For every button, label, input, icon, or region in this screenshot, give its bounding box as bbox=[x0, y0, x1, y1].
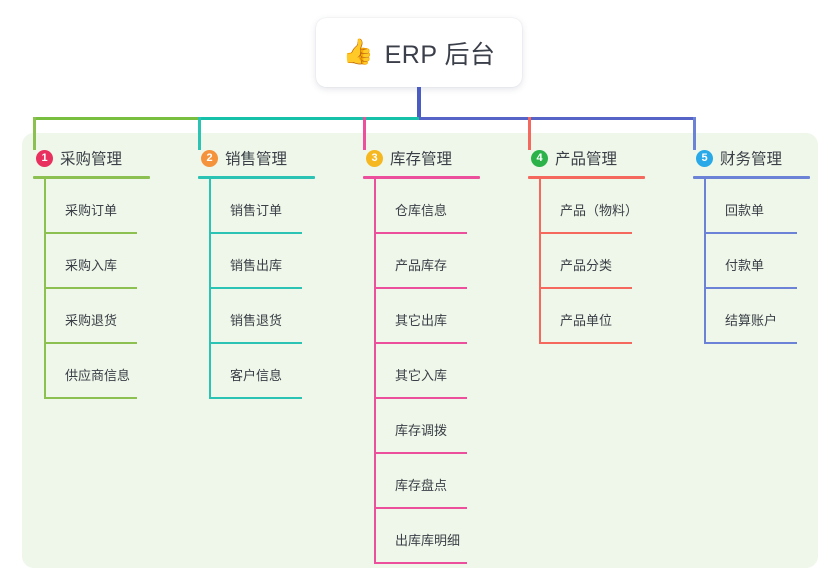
branch-spine bbox=[539, 179, 541, 344]
branch-item-label: 产品库存 bbox=[395, 258, 448, 273]
branch-header-采购管理[interactable]: 1 采购管理 bbox=[33, 146, 150, 179]
branch-item-underline bbox=[209, 397, 302, 399]
branch-item-underline bbox=[539, 287, 632, 289]
branch-item-underline bbox=[374, 452, 467, 454]
branch-item-underline bbox=[44, 397, 137, 399]
branch-spine bbox=[374, 179, 376, 564]
branch-item-label: 库存盘点 bbox=[395, 478, 448, 493]
branch-item-underline bbox=[209, 342, 302, 344]
branch-header-underline bbox=[198, 176, 315, 179]
branch-item-underline bbox=[209, 232, 302, 234]
connector-drop-5 bbox=[693, 117, 696, 150]
connector-drop-3 bbox=[363, 117, 366, 150]
branch-title: 销售管理 bbox=[225, 151, 288, 168]
branch-item-label: 产品分类 bbox=[560, 258, 613, 273]
branch-item-underline bbox=[209, 287, 302, 289]
branch-item-label: 出库库明细 bbox=[395, 533, 461, 548]
branch-column-产品管理: 4 产品管理产品（物料） 产品分类产品单位 bbox=[528, 146, 645, 344]
branch-item-underline bbox=[374, 342, 467, 344]
connector-drop-4 bbox=[528, 117, 531, 150]
branch-spine bbox=[44, 179, 46, 399]
connector-bar-blue bbox=[419, 117, 695, 120]
branch-item-underline bbox=[374, 507, 467, 509]
branch-item-label: 回款单 bbox=[725, 203, 765, 218]
branch-header-产品管理[interactable]: 4 产品管理 bbox=[528, 146, 645, 179]
branch-item-label: 采购退货 bbox=[65, 313, 118, 328]
branch-header-销售管理[interactable]: 2 销售管理 bbox=[198, 146, 315, 179]
branch-number-badge: 3 bbox=[366, 149, 383, 167]
root-node-card[interactable]: 👍 ERP 后台 bbox=[316, 18, 522, 87]
branch-item-underline bbox=[704, 232, 797, 234]
branch-item-underline bbox=[44, 342, 137, 344]
branch-item-label: 仓库信息 bbox=[395, 203, 448, 218]
branch-item-label: 供应商信息 bbox=[65, 368, 131, 383]
connector-bar-green bbox=[34, 117, 199, 120]
branch-item-label: 付款单 bbox=[725, 258, 765, 273]
branch-item-label: 采购订单 bbox=[65, 203, 118, 218]
branch-column-财务管理: 5 财务管理回款单付款单结算账户 bbox=[693, 146, 810, 344]
branch-header-underline bbox=[693, 176, 810, 179]
branch-item-underline bbox=[374, 287, 467, 289]
branch-item-label: 库存调拨 bbox=[395, 423, 448, 438]
branch-item-underline bbox=[374, 232, 467, 234]
branch-number-badge: 5 bbox=[696, 149, 713, 167]
branch-item-underline bbox=[539, 232, 632, 234]
branch-item-label: 结算账户 bbox=[725, 313, 778, 328]
branch-header-underline bbox=[33, 176, 150, 179]
branch-title: 采购管理 bbox=[60, 151, 123, 168]
branches-panel bbox=[22, 133, 818, 568]
branch-spine bbox=[704, 179, 706, 344]
branch-header-underline bbox=[363, 176, 480, 179]
branch-header-财务管理[interactable]: 5 财务管理 bbox=[693, 146, 810, 179]
branch-header-库存管理[interactable]: 3 库存管理 bbox=[363, 146, 480, 179]
branch-item-label: 产品单位 bbox=[560, 313, 613, 328]
branch-item-label: 其它出库 bbox=[395, 313, 448, 328]
branch-number-badge: 2 bbox=[201, 149, 218, 167]
branch-item-label: 产品（物料） bbox=[560, 203, 639, 218]
branch-item-underline bbox=[374, 397, 467, 399]
branch-column-采购管理: 1 采购管理采购订单采购入库采购退货供应商信息 bbox=[33, 146, 150, 399]
connector-drop-1 bbox=[33, 117, 36, 150]
branch-number-badge: 1 bbox=[36, 149, 53, 167]
root-stem-line bbox=[417, 87, 421, 120]
branch-item-label: 其它入库 bbox=[395, 368, 448, 383]
root-node-content: 👍 ERP 后台 bbox=[342, 35, 495, 71]
branch-number-badge: 4 bbox=[531, 149, 548, 167]
branch-item-underline bbox=[374, 562, 467, 564]
branch-item-label: 销售退货 bbox=[230, 313, 283, 328]
branch-item-label: 销售订单 bbox=[230, 203, 283, 218]
branch-title: 财务管理 bbox=[720, 151, 783, 168]
branch-item-label: 销售出库 bbox=[230, 258, 283, 273]
branch-title: 产品管理 bbox=[555, 151, 618, 168]
branch-item-label: 客户信息 bbox=[230, 368, 283, 383]
branch-item-underline bbox=[704, 342, 797, 344]
connector-drop-2 bbox=[198, 117, 201, 150]
branch-column-销售管理: 2 销售管理销售订单销售出库销售退货客户信息 bbox=[198, 146, 315, 399]
branch-item-underline bbox=[44, 287, 137, 289]
root-node-title: ERP 后台 bbox=[384, 40, 496, 69]
branch-header-underline bbox=[528, 176, 645, 179]
branch-column-库存管理: 3 库存管理仓库信息产品库存其它出库其它入库库存调拨库存盘点出库库明细 bbox=[363, 146, 480, 564]
branch-item-label: 采购入库 bbox=[65, 258, 118, 273]
branch-item-underline bbox=[539, 342, 632, 344]
branch-title: 库存管理 bbox=[390, 151, 453, 168]
branch-spine bbox=[209, 179, 211, 399]
connector-bar-teal bbox=[198, 117, 419, 120]
branch-item-underline bbox=[704, 287, 797, 289]
branch-item-underline bbox=[44, 232, 137, 234]
thumbs-up-icon: 👍 bbox=[342, 38, 374, 66]
